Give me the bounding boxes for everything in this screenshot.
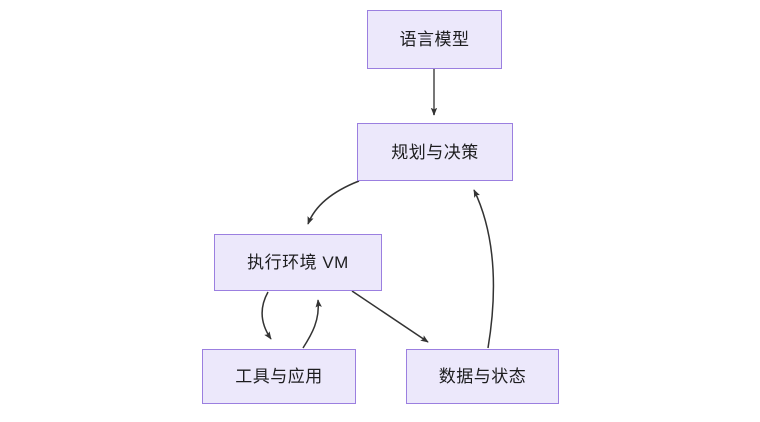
node-tools-applications[interactable]: 工具与应用: [202, 349, 356, 404]
edge-planning-to-vm: [307, 180, 360, 225]
node-language-model-label: 语言模型: [399, 30, 470, 49]
node-language-model[interactable]: 语言模型: [367, 10, 502, 69]
node-planning-decision-label: 规划与决策: [391, 142, 479, 162]
node-tools-applications-label: 工具与应用: [235, 367, 323, 386]
node-planning-decision[interactable]: 规划与决策: [357, 123, 513, 181]
node-execution-environment-vm-label: 执行环境 VM: [247, 253, 349, 272]
edge-tools-to-vm: [302, 299, 322, 349]
edge-vm-to-data: [351, 290, 429, 343]
edge-data-to-planning: [473, 189, 495, 349]
node-data-state[interactable]: 数据与状态: [406, 349, 559, 404]
edge-vm-to-tools: [261, 291, 272, 340]
node-execution-environment-vm[interactable]: 执行环境 VM: [214, 234, 382, 291]
node-data-state-label: 数据与状态: [438, 367, 527, 386]
